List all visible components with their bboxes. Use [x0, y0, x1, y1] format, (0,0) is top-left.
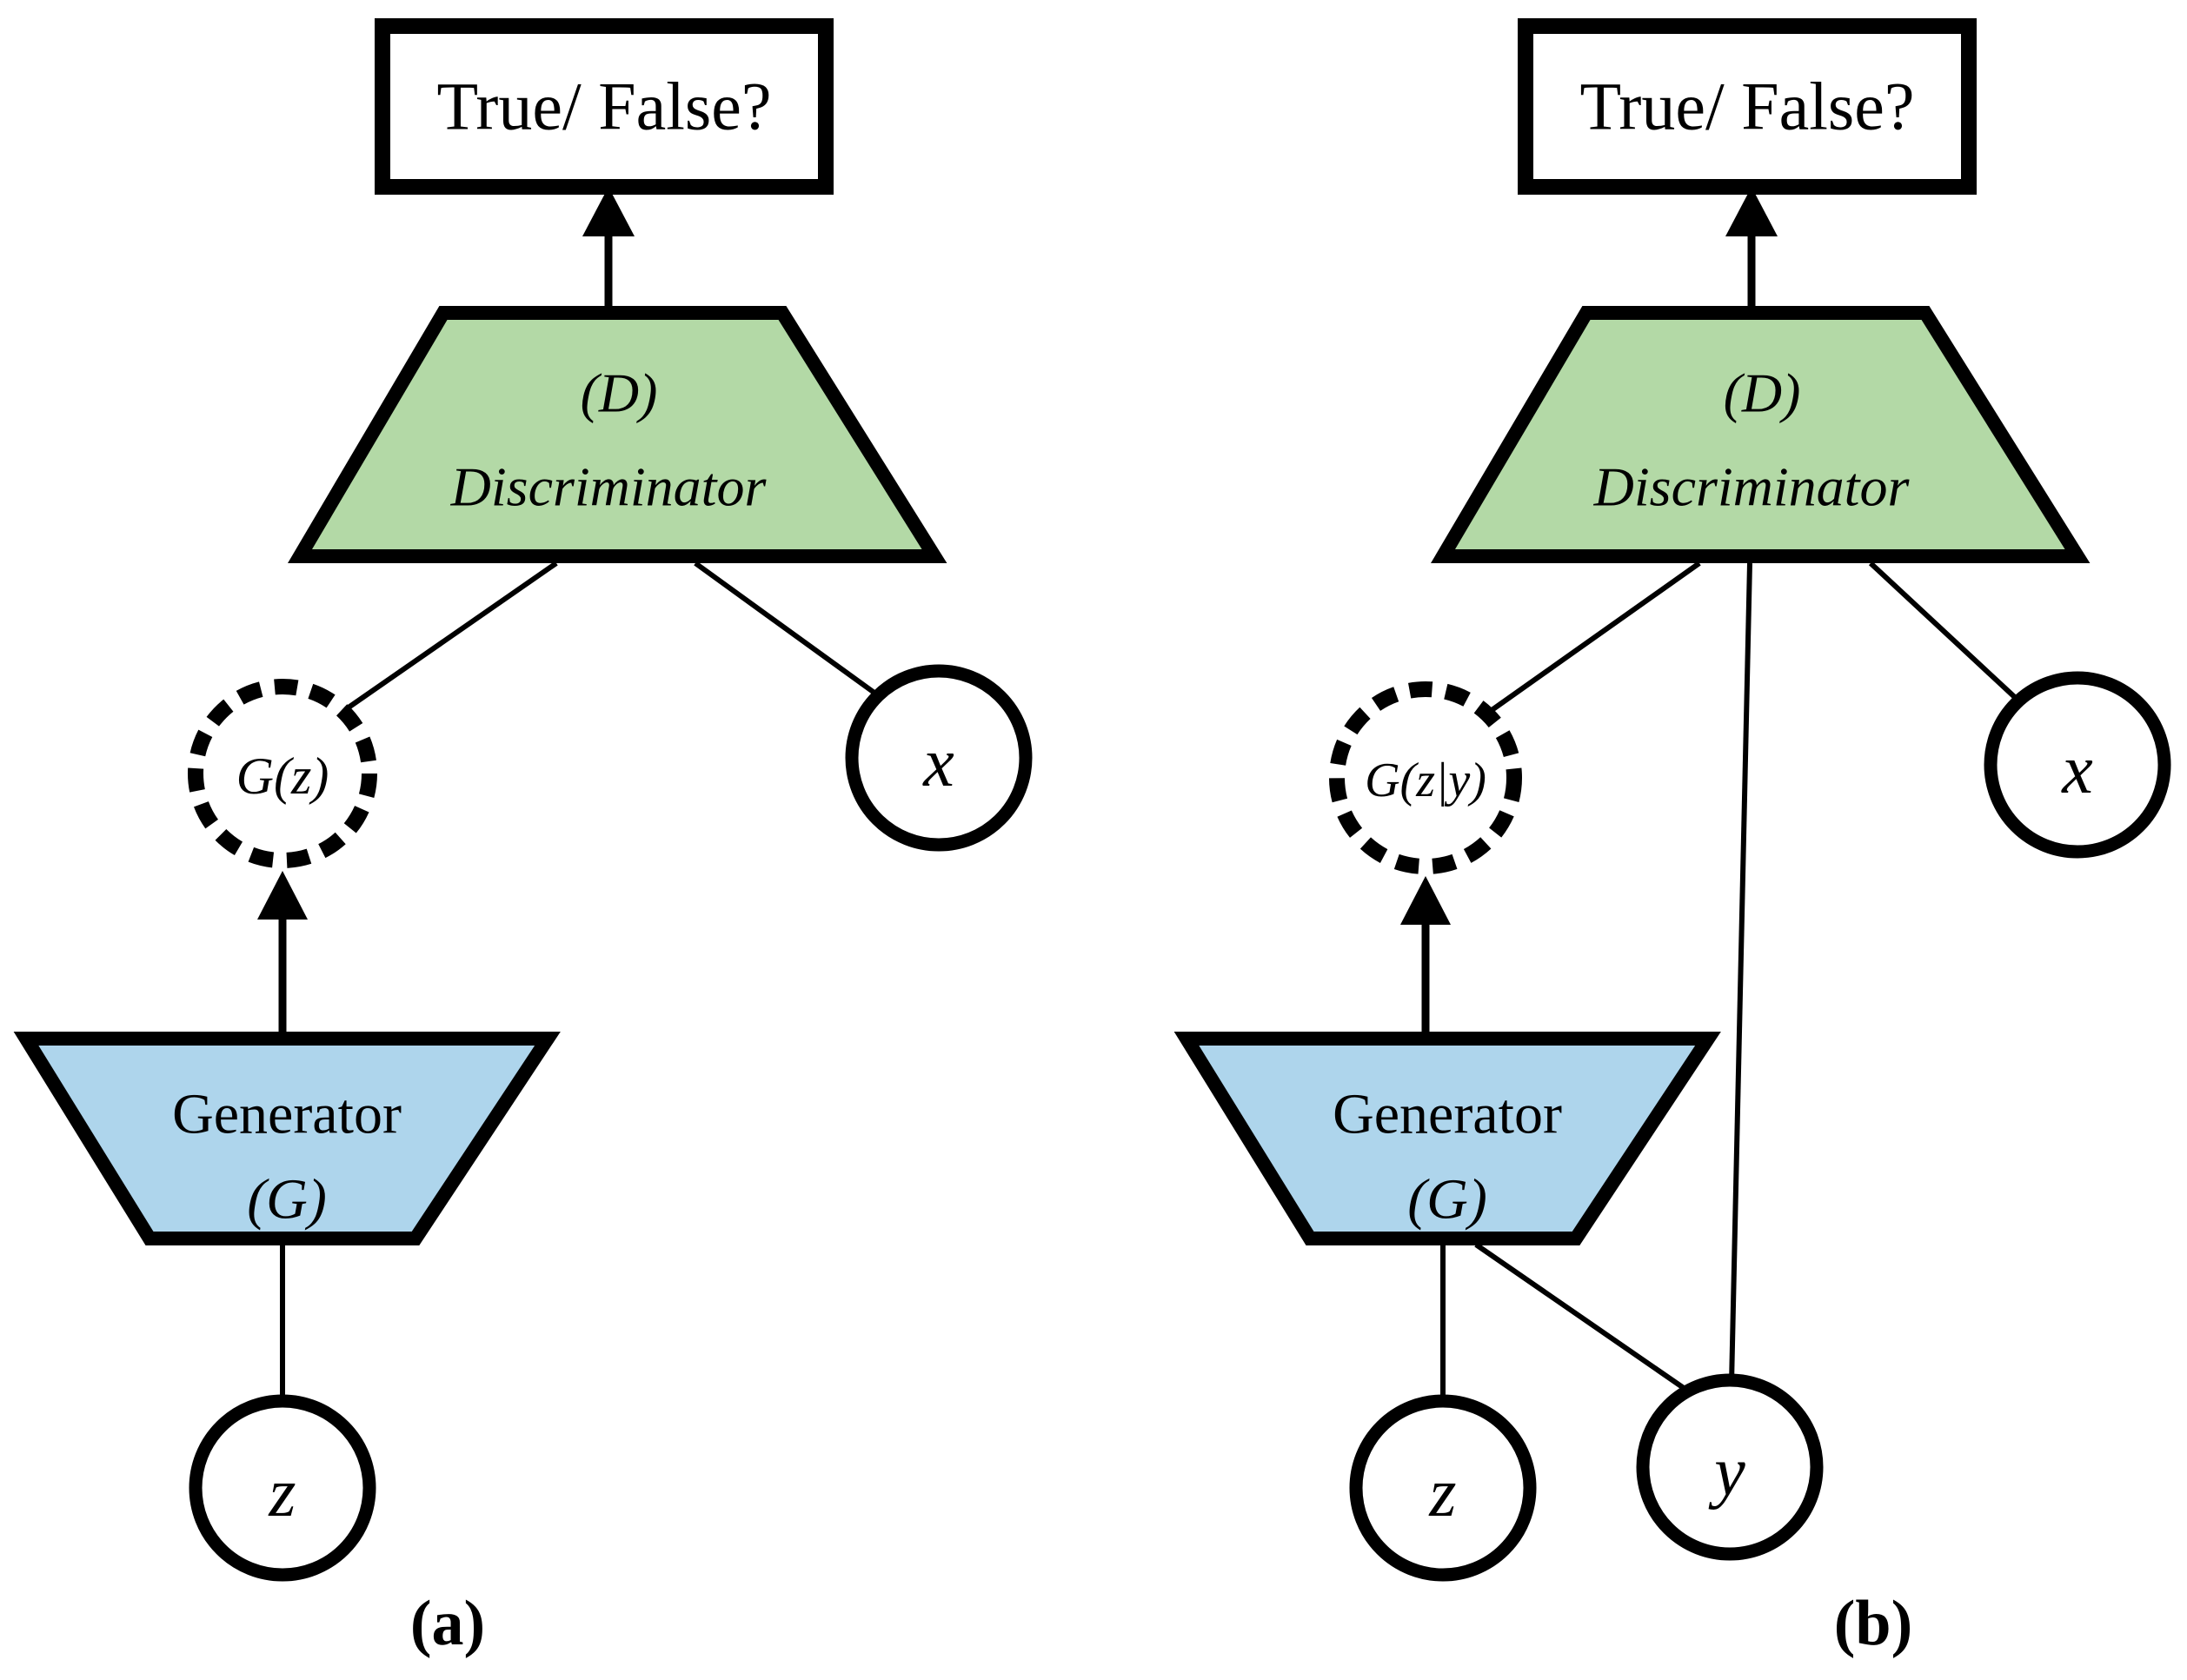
edge-discriminator-to-generated-a [344, 561, 558, 712]
edge-generator-to-condition-b [1474, 1242, 1697, 1398]
real-data-node-b [1984, 671, 2171, 859]
panel-a: True/ False? (D) Discriminator G(z) x Ge… [13, 18, 1033, 1659]
panel-caption-a: (a) [410, 1588, 485, 1659]
arrowhead-up-icon [582, 187, 635, 236]
generator-label-b: Generator [1333, 1083, 1562, 1146]
condition-label-b: y [1708, 1434, 1745, 1511]
edge-discriminator-to-condition-b [1729, 562, 1752, 1385]
edge-discriminator-to-real-b [1868, 561, 2021, 703]
discriminator-symbol-a: (D) [581, 362, 658, 424]
discriminator-trapezoid-a [288, 306, 947, 563]
discriminator-trapezoid-b [1431, 306, 2091, 563]
output-box-b [1518, 18, 1977, 195]
output-box-a [375, 18, 834, 195]
generated-sample-node-b [1329, 681, 1522, 874]
discriminator-symbol-b: (D) [1724, 362, 1801, 424]
output-box-label-a: True/ False? [437, 69, 772, 144]
noise-label-a: z [268, 1455, 296, 1531]
generator-symbol-b: (G) [1407, 1168, 1487, 1232]
generated-sample-node-a [188, 679, 377, 868]
discriminator-label-a: Discriminator [450, 456, 768, 518]
noise-node-a [189, 1394, 376, 1582]
real-data-node-a [845, 664, 1033, 852]
generated-sample-label-a: G(z) [236, 747, 329, 805]
generator-label-a: Generator [172, 1083, 402, 1146]
arrowhead-up-icon [1725, 187, 1778, 236]
arrowhead-up-icon [257, 871, 308, 920]
condition-node-b [1636, 1373, 1824, 1561]
output-box-label-b: True/ False? [1580, 69, 1915, 144]
arrowhead-up-icon [1400, 876, 1451, 925]
generator-trapezoid-a [13, 1032, 561, 1245]
panel-b: True/ False? (D) Discriminator G(z|y) x … [1173, 18, 2171, 1659]
edge-discriminator-to-real-a [694, 561, 880, 698]
generator-trapezoid-b [1173, 1032, 1721, 1245]
noise-node-b [1349, 1394, 1537, 1582]
generated-sample-label-b: G(z|y) [1365, 754, 1486, 807]
noise-label-b: z [1428, 1455, 1456, 1531]
generator-symbol-a: (G) [247, 1168, 327, 1232]
discriminator-label-b: Discriminator [1593, 456, 1911, 518]
panel-caption-b: (b) [1834, 1588, 1912, 1659]
real-data-label-a: x [922, 725, 954, 801]
edge-discriminator-to-generated-b [1486, 561, 1701, 715]
real-data-label-b: x [2061, 732, 2093, 808]
